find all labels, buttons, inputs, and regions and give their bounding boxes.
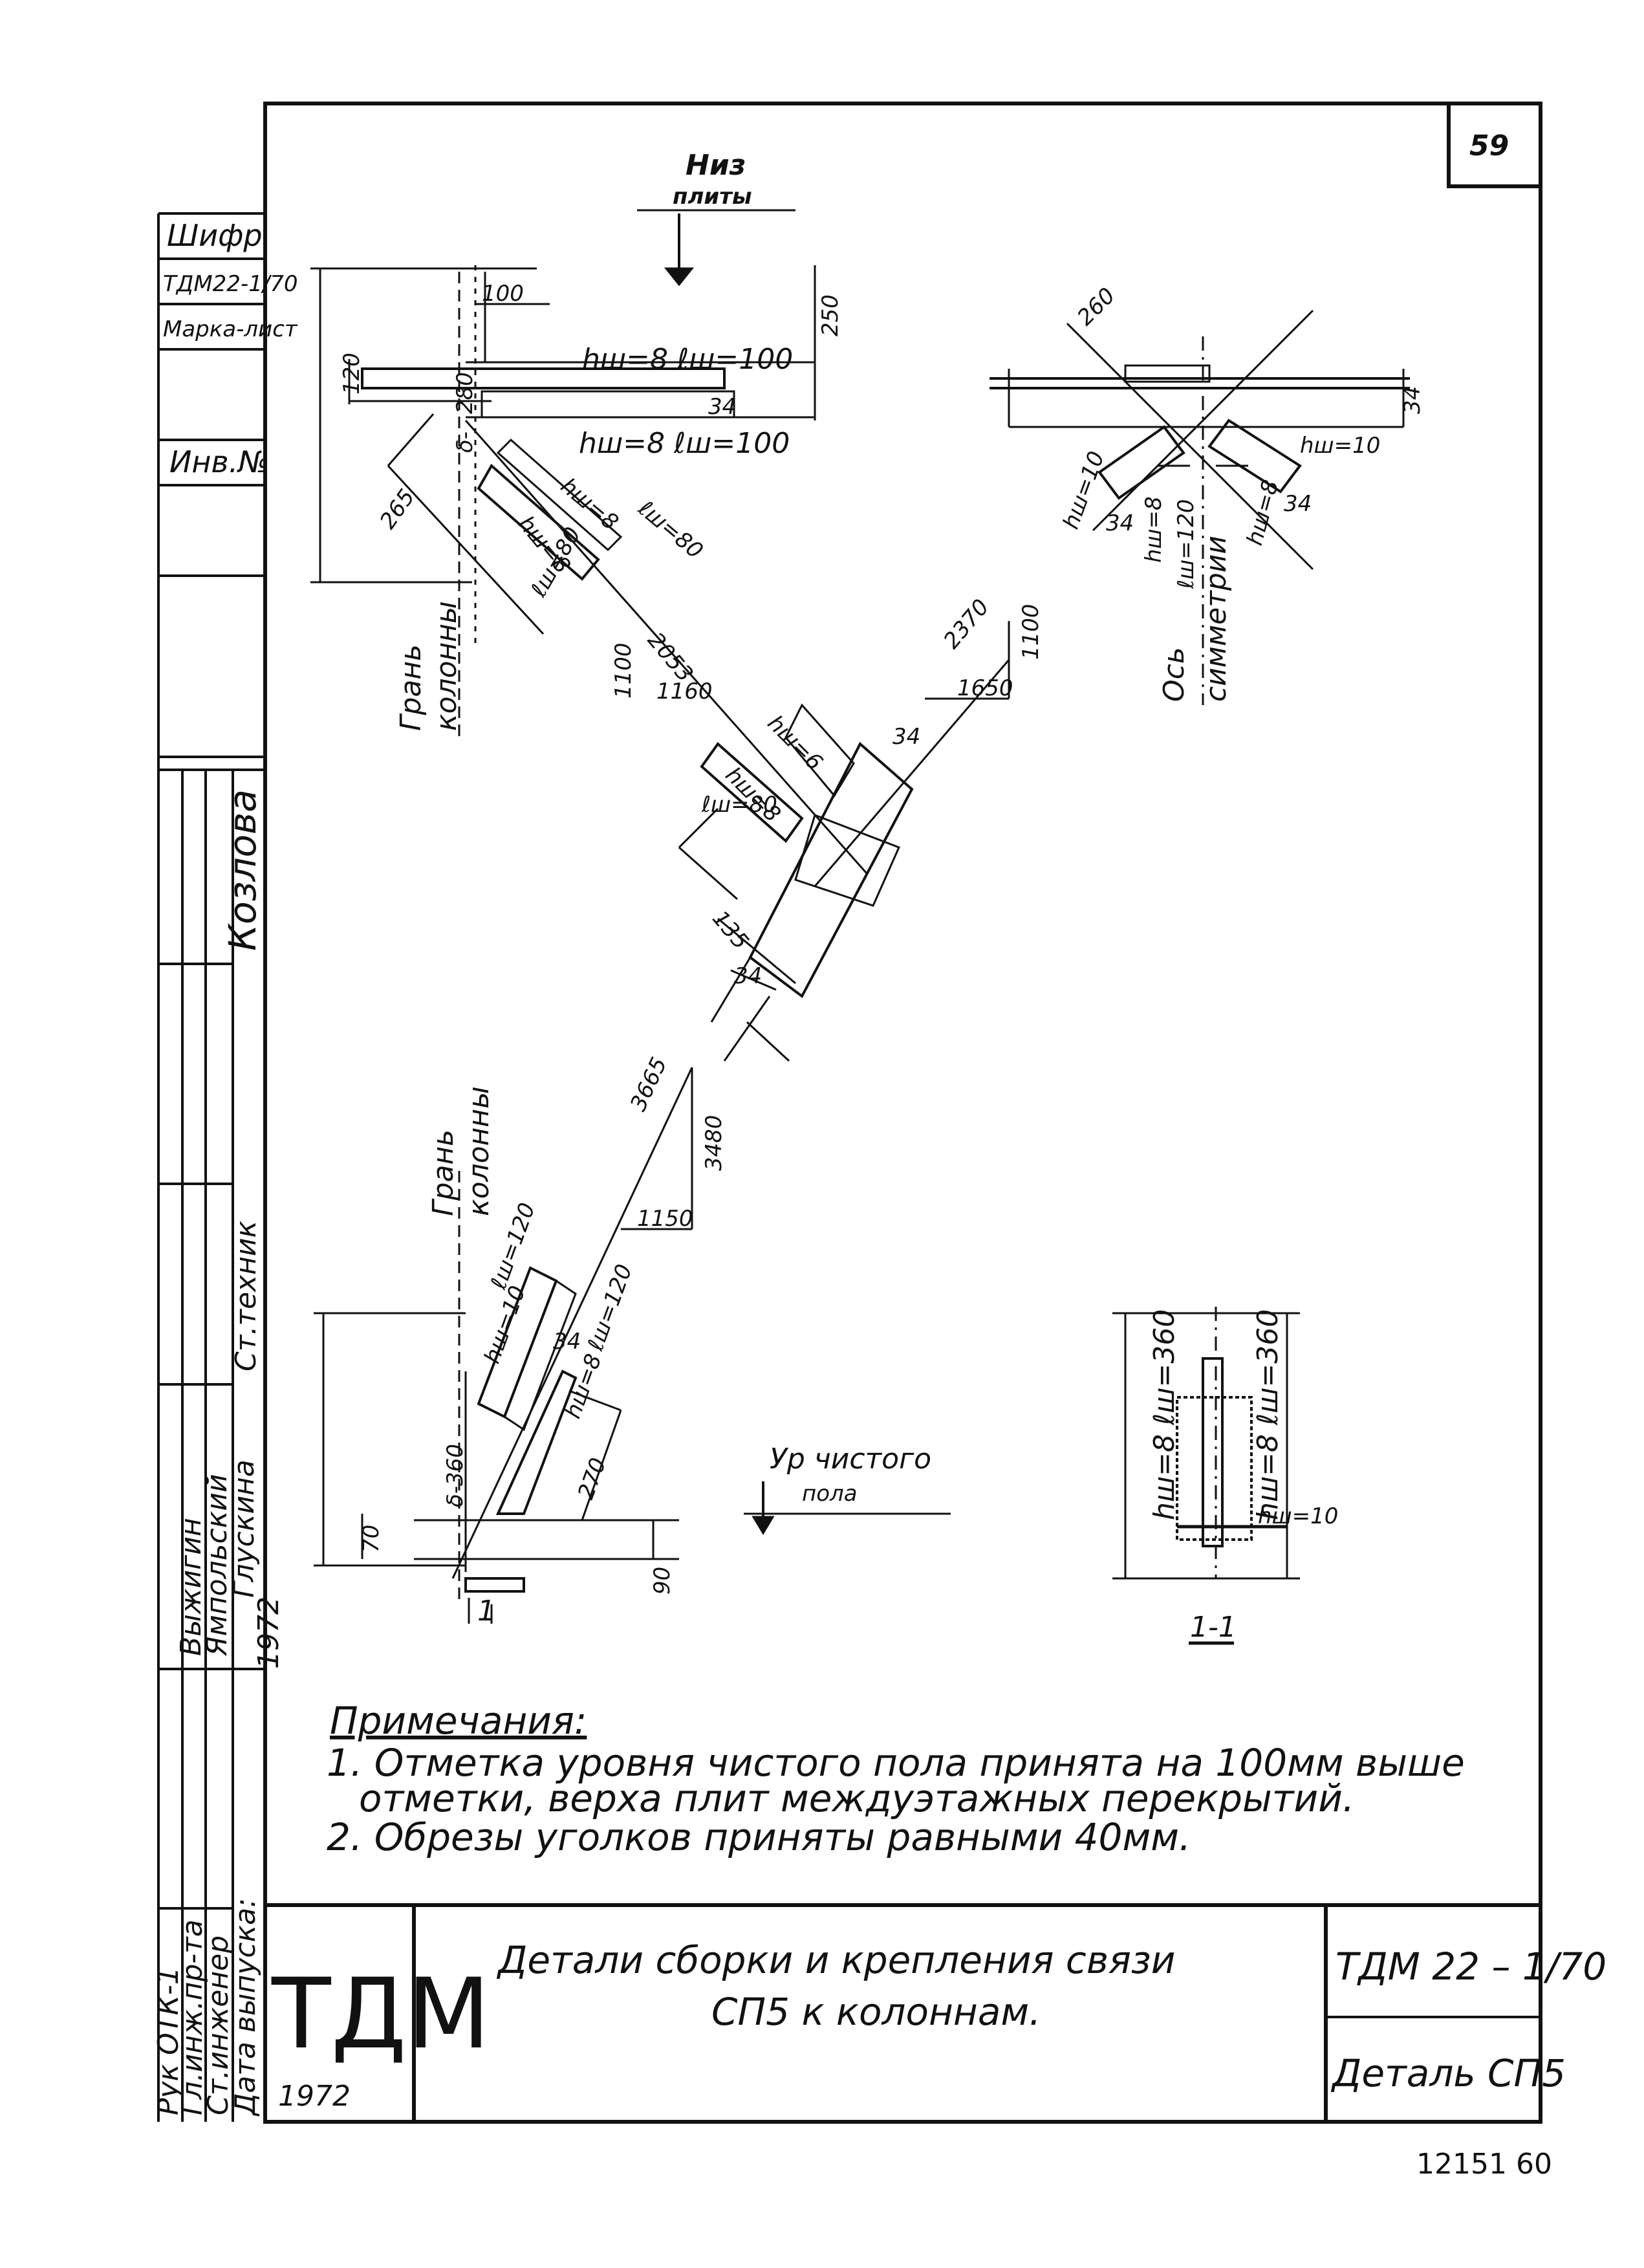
role-gl-inzh: Гл.инж.пр-та xyxy=(176,1919,209,2115)
plate-delta: δ- xyxy=(452,431,478,453)
face-label-1: Грань xyxy=(395,644,427,731)
dim-135: 135 xyxy=(707,906,753,954)
dim-34-c: 34 xyxy=(892,724,920,750)
dim-70: 70 xyxy=(358,1525,384,1553)
detail-top-left xyxy=(310,209,1010,1062)
dim-1160: 1160 xyxy=(656,679,713,704)
dim-270: 270 xyxy=(573,1454,612,1503)
stamp-year: 1972 xyxy=(252,1597,285,1669)
weld-rt-d: ℓш=120 xyxy=(1173,499,1199,589)
sheet-frame xyxy=(263,102,1542,2124)
weld-sec-b: hш=8 ℓш=360 xyxy=(1251,1309,1284,1520)
dim-1650: 1650 xyxy=(957,675,1013,701)
weld-a: hш=8 ℓш=100 xyxy=(582,343,793,376)
section-title: 1-1 xyxy=(1190,1611,1237,1644)
dim-34-e: 34 xyxy=(1106,510,1134,536)
drawing-detail: Деталь СП5 xyxy=(1330,2051,1566,2095)
drawing-title-1: Детали сборки и крепления связи xyxy=(496,1938,1175,1982)
section-mark: 1 xyxy=(477,1595,495,1628)
tdm-year: 1972 xyxy=(278,2080,351,2113)
weld-rt-e: hш=8 xyxy=(1242,477,1284,549)
dim-3665: 3665 xyxy=(625,1053,673,1115)
face-label-2: колонны xyxy=(430,601,463,731)
slab-label-2: плиты xyxy=(673,184,752,210)
section-1-1 xyxy=(1112,1307,1300,1645)
dim-120: 120 xyxy=(339,353,365,395)
slab-label-1: Низ xyxy=(686,149,746,182)
face-label-3: Грань xyxy=(427,1129,460,1216)
weld-bl-b: ℓш=120 xyxy=(583,1261,638,1355)
footer-number: 12151 60 xyxy=(1416,2148,1552,2181)
dim-34-b: 34 xyxy=(734,963,762,989)
weld-sec-a: hш=8 ℓш=360 xyxy=(1148,1309,1181,1520)
name-yampolsky: Ямпольский xyxy=(200,1474,233,1657)
weld-rt-c: hш=8 xyxy=(1141,496,1167,563)
weld-sec-c: hш=10 xyxy=(1258,1503,1338,1529)
floor-label-2: пола xyxy=(802,1481,858,1507)
mark-sheet-label: Марка-лист xyxy=(163,316,298,342)
dim-34-d: 34 xyxy=(1400,386,1425,414)
axis-label-2: симметрии xyxy=(1200,536,1233,702)
stamp-column-lines xyxy=(157,212,265,2122)
dim-1100-a: 1100 xyxy=(611,642,636,699)
weld-bl-c: hш=10 xyxy=(479,1282,531,1367)
dim-34-g: 34 xyxy=(553,1329,581,1355)
weld-b: hш=8 ℓш=100 xyxy=(579,427,790,460)
cipher-value: ТДМ22-1/70 xyxy=(163,271,298,297)
dim-1150: 1150 xyxy=(637,1206,693,1232)
name-vyzhigin: Выжигин xyxy=(175,1518,208,1656)
note-line-1: 1. Отметка уровня чистого пола принята н… xyxy=(327,1741,1465,1785)
plate-360: δ-360 xyxy=(442,1444,468,1507)
detail-top-right xyxy=(990,309,1410,705)
dim-100: 100 xyxy=(482,281,524,307)
role-st-technik: Ст.техник xyxy=(230,1221,263,1371)
inv-label: Инв.№ xyxy=(169,444,269,479)
notes-title: Примечания: xyxy=(330,1699,587,1743)
dim-1100-b: 1100 xyxy=(1018,604,1044,660)
dim-2370: 2370 xyxy=(938,594,994,654)
dim-3480: 3480 xyxy=(701,1115,727,1171)
role-date-issue: Дата выпуска: xyxy=(229,1898,262,2117)
weld-rt-a: hш=10 xyxy=(1058,448,1110,532)
axis-label-1: Ось xyxy=(1158,647,1191,702)
note-line-3: 2. Обрезы уголков приняты равными 40мм. xyxy=(327,1815,1191,1859)
tdm-logo: ТДМ xyxy=(271,1958,490,2071)
role-st-inzhener: Ст.инженер xyxy=(202,1935,235,2115)
name-kozlova: Козлова xyxy=(221,789,265,951)
weld-i: ℓш=80 xyxy=(701,792,777,818)
face-label-4: колонны xyxy=(462,1086,495,1216)
weld-bl-d: hш=8 xyxy=(560,1351,607,1422)
sheet-number: 59 xyxy=(1469,129,1509,162)
note-line-2: отметки, верха плит междуэтажных перекры… xyxy=(359,1776,1354,1820)
dim-250: 250 xyxy=(817,294,843,336)
title-block-lines xyxy=(265,1903,1541,2122)
floor-label-1: Ур чистого xyxy=(770,1443,931,1476)
name-gluskina: Глускина xyxy=(228,1459,261,1598)
dim-34-a: 34 xyxy=(708,394,736,420)
weld-d: ℓш=80 xyxy=(633,496,708,564)
drawing-code: ТДМ 22 – 1/70 xyxy=(1336,1945,1606,1989)
role-ruk-otk: Рук ОТК-1 xyxy=(152,1967,185,2115)
sheet-number-box xyxy=(1447,102,1542,188)
dim-90: 90 xyxy=(649,1567,675,1595)
dim-260: 260 xyxy=(1072,283,1120,331)
detail-bottom-left xyxy=(314,1067,951,1624)
drawing-title-2: СП5 к колоннам. xyxy=(711,1990,1041,2034)
cipher-label: Шифр xyxy=(167,218,263,253)
dim-280: 280 xyxy=(452,372,478,414)
weld-rt-b: hш=10 xyxy=(1300,433,1380,459)
dim-34-f: 34 xyxy=(1284,491,1312,517)
